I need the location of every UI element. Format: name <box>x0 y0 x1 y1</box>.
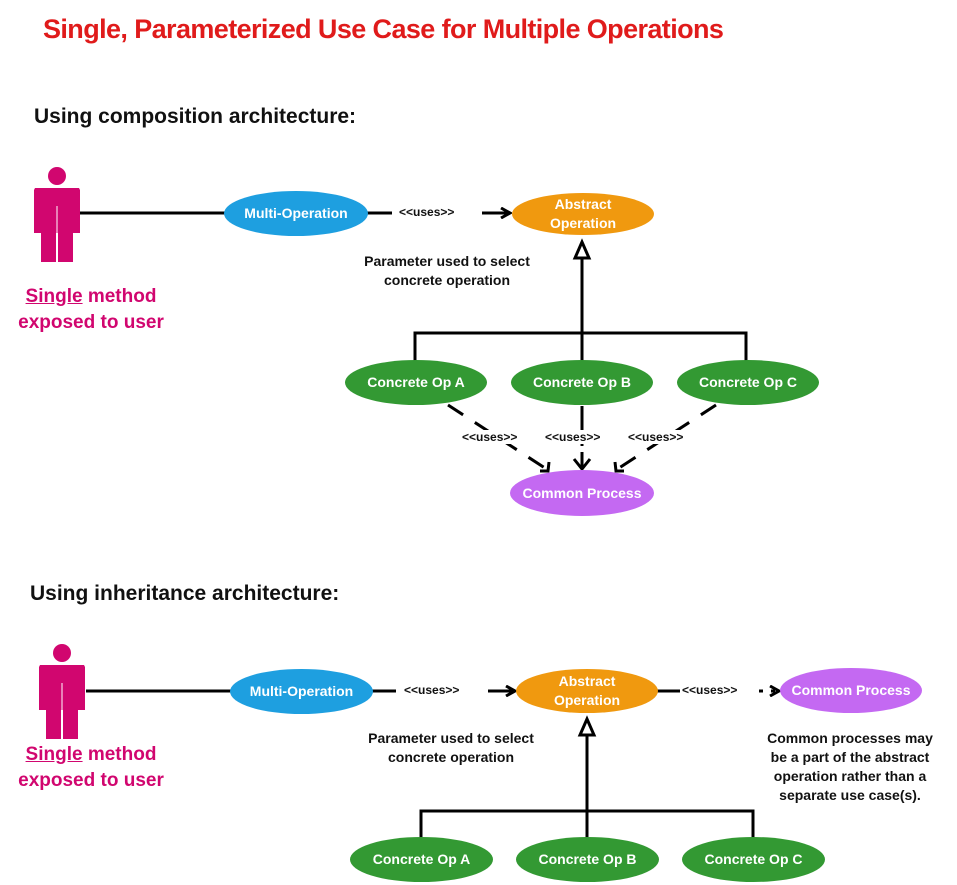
uses-label-c: <<uses>> <box>626 430 686 444</box>
multi-operation-usecase[interactable]: Multi-Operation <box>224 191 368 236</box>
actor-label-line2: exposed to user <box>18 312 164 333</box>
include-arrowhead-c <box>613 461 624 473</box>
composition-heading: Using composition architecture: <box>34 105 357 128</box>
person-icon <box>34 167 80 262</box>
common-process-label-2: Common Process <box>791 682 911 698</box>
actor-label: Single method exposed to user <box>10 284 172 336</box>
actor-label-emphasis: Single <box>25 286 83 307</box>
inheritance-heading: Using inheritance architecture: <box>30 582 340 605</box>
concrete-op-a-label: Concrete Op A <box>367 374 465 390</box>
concrete-op-a-label-2: Concrete Op A <box>372 851 471 867</box>
common-process-note: Common processes may be a part of the ab… <box>748 729 952 805</box>
abstract-uses-label: <<uses>> <box>682 683 738 697</box>
common-process-usecase-2[interactable]: Common Process <box>780 668 922 713</box>
actor-label-2: Single method exposed to user <box>10 742 172 794</box>
actor-label-rest: method <box>82 286 157 307</box>
parameter-note-line1: Parameter used to select <box>364 253 530 269</box>
common-note-line1: Common processes may <box>767 730 933 746</box>
concrete-op-b-label-2: Concrete Op B <box>538 851 637 867</box>
parameter-note-line2: concrete operation <box>383 272 511 288</box>
common-note-line4: separate use case(s). <box>779 787 921 803</box>
person-icon <box>39 644 85 739</box>
concrete-op-c-usecase-2[interactable]: Concrete Op C <box>682 837 825 882</box>
abstract-operation-label-line1-2: Abstract <box>558 673 616 689</box>
concrete-op-b-usecase[interactable]: Concrete Op B <box>511 360 653 405</box>
abstract-operation-label-line2-2: Operation <box>553 692 621 708</box>
concrete-op-a-usecase[interactable]: Concrete Op A <box>345 360 487 405</box>
actor-label-rest-2: method <box>82 744 157 765</box>
concrete-op-c-usecase[interactable]: Concrete Op C <box>677 360 819 405</box>
uses-label-b: <<uses>> <box>543 430 603 444</box>
concrete-op-c-label: Concrete Op C <box>698 374 797 390</box>
common-note-line2: be a part of the abstract <box>770 749 930 765</box>
concrete-op-b-label: Concrete Op B <box>532 374 631 390</box>
common-note-line3: operation rather than a <box>773 768 927 784</box>
concrete-op-b-usecase-2[interactable]: Concrete Op B <box>516 837 659 882</box>
include-arrowhead-b <box>572 458 592 472</box>
concrete-op-c-label-2: Concrete Op C <box>704 851 803 867</box>
generalization-branch-2 <box>419 809 755 840</box>
actor-label-line2-2: exposed to user <box>18 770 164 791</box>
page-title: Single, Parameterized Use Case for Multi… <box>43 14 724 44</box>
common-process-label: Common Process <box>522 484 642 501</box>
parameter-note-2: Parameter used to select concrete operat… <box>344 729 558 767</box>
generalization-arrowhead-2 <box>577 715 597 737</box>
include-arrowhead-a <box>540 461 551 473</box>
include-line-a <box>447 403 549 472</box>
abstract-operation-label-line2: Operation <box>549 215 617 231</box>
include-line-c <box>615 403 717 472</box>
generalization-branch <box>413 331 748 362</box>
actor-label-emphasis-2: Single <box>25 744 83 765</box>
uses-label-2: <<uses>> <box>404 683 460 697</box>
multi-operation-label-2: Multi-Operation <box>249 683 354 699</box>
multi-operation-usecase-2[interactable]: Multi-Operation <box>230 669 373 714</box>
common-process-usecase[interactable]: Common Process <box>510 470 654 516</box>
abstract-operation-label-line1: Abstract <box>554 196 612 212</box>
parameter-note: Parameter used to select concrete operat… <box>340 252 554 290</box>
parameter-note-line2-2: concrete operation <box>387 749 515 765</box>
parameter-note-line1-2: Parameter used to select <box>368 730 534 746</box>
uses-label: <<uses>> <box>399 205 455 219</box>
concrete-op-a-usecase-2[interactable]: Concrete Op A <box>350 837 493 882</box>
multi-operation-label: Multi-Operation <box>244 205 348 221</box>
generalization-arrowhead <box>572 238 592 260</box>
uses-label-a: <<uses>> <box>460 430 520 444</box>
